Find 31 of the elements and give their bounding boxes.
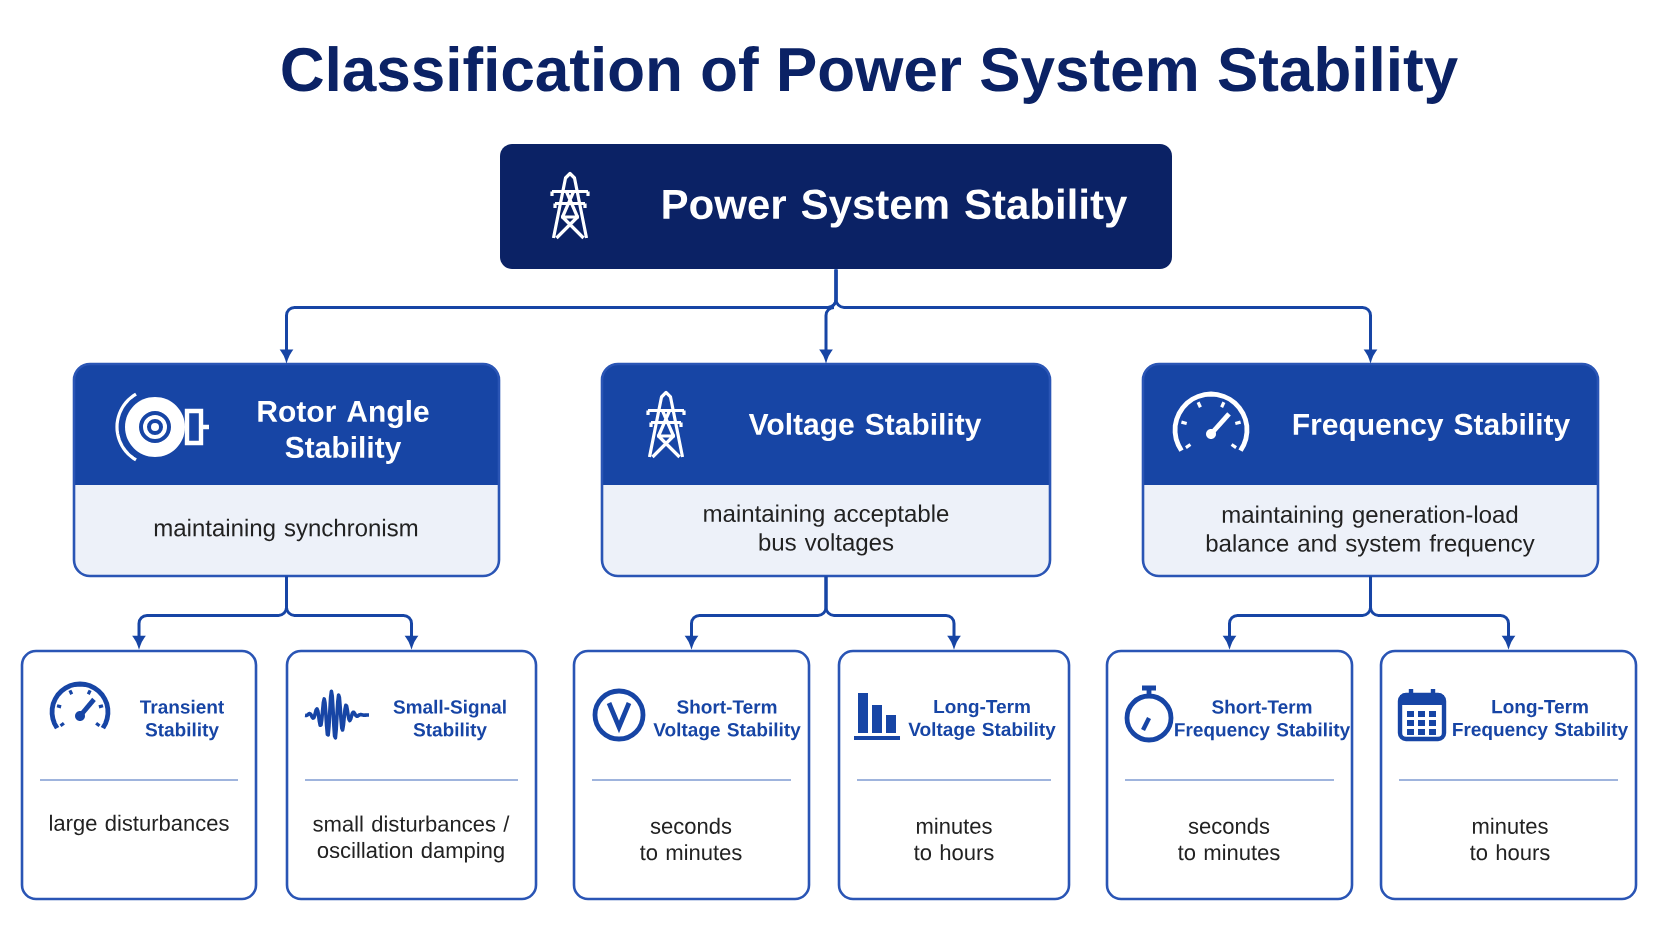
card-title: Voltage Stability <box>748 412 982 442</box>
card-title: Frequency Stability <box>1293 413 1571 441</box>
card-description: large disturbances <box>50 814 229 836</box>
card-title: Long-Term Voltage Stability <box>908 700 1056 740</box>
box-title: Power System Stability <box>663 188 1128 228</box>
subcategory-card <box>285 649 538 901</box>
connector-arrow <box>824 576 960 647</box>
category-card <box>600 362 1052 578</box>
card-description: seconds to minutes <box>640 817 742 861</box>
card-title: Long-Term Frequency Stability <box>1453 700 1629 740</box>
card-description: maintaining acceptable bus voltages <box>704 504 949 556</box>
card-description: maintaining generation-load balance and system frequency <box>1206 505 1535 557</box>
title: Classification of Power System Stability <box>282 46 1458 104</box>
card-title: Short-Term Voltage Stability <box>653 699 801 741</box>
card-description: maintaining synchronism <box>154 518 418 542</box>
card-title: Transient Stability <box>140 699 224 741</box>
subcategory-card <box>1105 649 1354 901</box>
subcategory-card <box>20 649 258 901</box>
card-title: Rotor Angle Stability <box>258 400 429 464</box>
card-description: small disturbances / oscillation damping <box>313 815 510 863</box>
card-title: Small-Signal Stability <box>393 699 506 741</box>
category-card <box>72 362 501 578</box>
card-description: minutes to hours <box>1470 817 1550 861</box>
category-card <box>1141 362 1600 578</box>
card-title: Short-Term Frequency Stability <box>1175 699 1351 741</box>
subcategory-card <box>1379 649 1638 901</box>
root-box <box>500 144 1172 269</box>
card-description: minutes to hours <box>914 817 994 861</box>
subcategory-card <box>572 649 811 901</box>
card-description: seconds to minutes <box>1178 817 1280 861</box>
subcategory-card <box>837 649 1071 901</box>
